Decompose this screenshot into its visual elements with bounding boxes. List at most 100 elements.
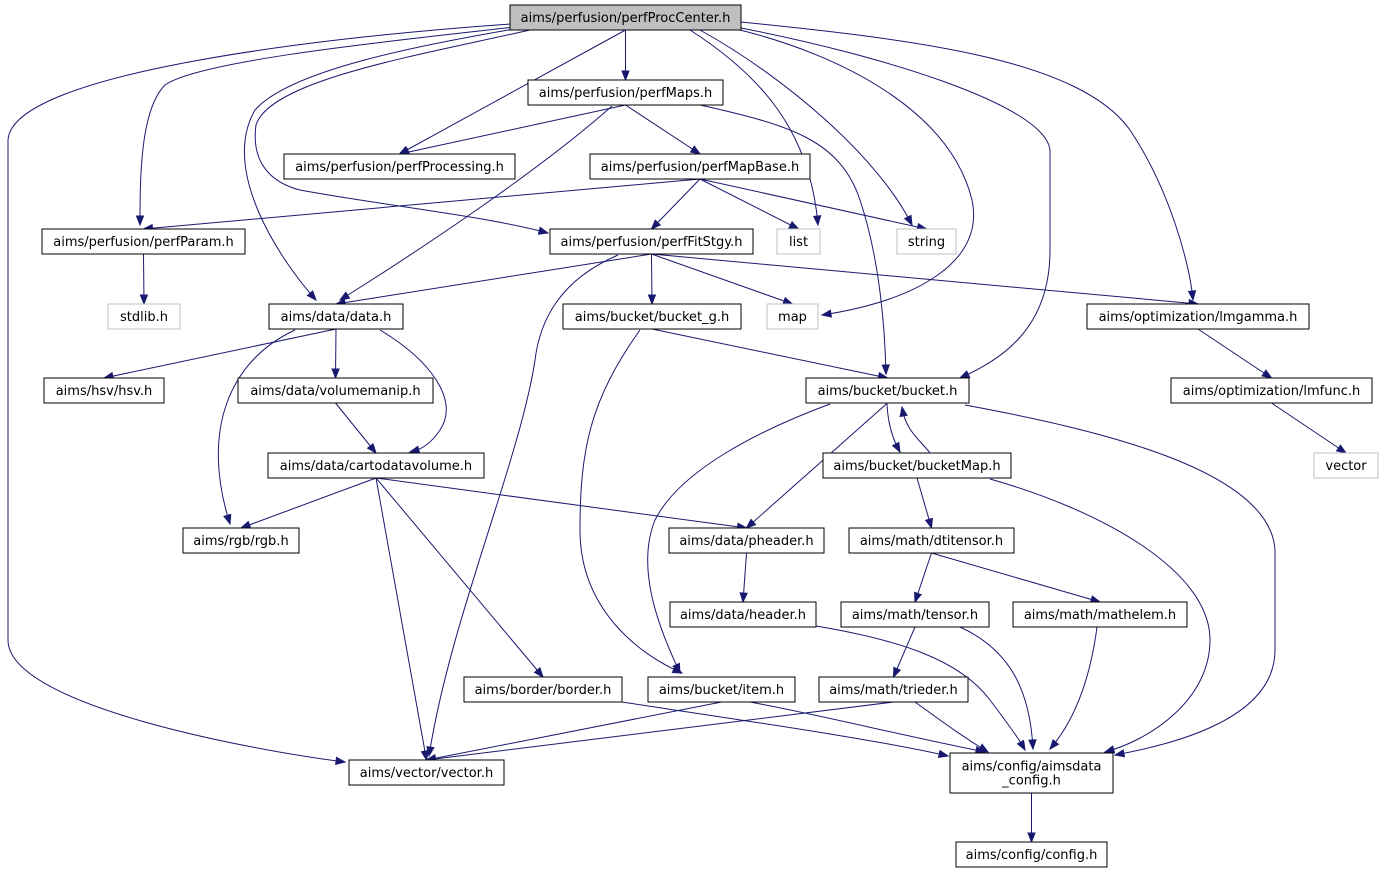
node-perfMapBase[interactable]: aims/perfusion/perfMapBase.h	[589, 153, 811, 180]
edge-arrowhead	[892, 666, 902, 679]
node-perfFitStgy[interactable]: aims/perfusion/perfFitStgy.h	[549, 228, 754, 255]
edge-arrowhead	[306, 290, 317, 302]
edge-root-to-list	[689, 29, 822, 227]
edge-arrowhead	[739, 592, 748, 604]
node-dtitensor[interactable]: aims/math/dtitensor.h	[848, 527, 1015, 554]
edge-arrowhead	[366, 442, 377, 455]
edge-line	[699, 104, 887, 375]
edge-line	[740, 27, 1051, 379]
node-list: list	[776, 228, 821, 255]
edge-line	[428, 254, 619, 757]
edge-line	[749, 701, 986, 753]
node-hsv[interactable]: aims/hsv/hsv.h	[43, 377, 165, 404]
edge-arrowhead	[812, 215, 822, 227]
node-label: aims/border/border.h	[475, 683, 612, 698]
node-box	[818, 676, 969, 703]
edge-root-to-data	[244, 27, 521, 302]
edge-line	[379, 329, 447, 453]
node-rgb[interactable]: aims/rgb/rgb.h	[182, 527, 300, 554]
edge-line	[103, 328, 337, 379]
edge-item-to-aimsdata_config	[749, 701, 987, 755]
node-tensor[interactable]: aims/math/tensor.h	[840, 601, 990, 628]
node-mathelem[interactable]: aims/math/mathelem.h	[1012, 601, 1188, 628]
node-label: aims/data/data.h	[281, 310, 392, 325]
node-box	[348, 759, 505, 786]
node-bucket[interactable]: aims/bucket/bucket.h	[805, 377, 970, 404]
edge-aimsdata_config-to-config	[1027, 793, 1036, 844]
edge-arrowhead	[903, 214, 913, 227]
node-data[interactable]: aims/data/data.h	[268, 303, 404, 330]
node-perfParam[interactable]: aims/perfusion/perfParam.h	[41, 228, 246, 255]
edge-arrowhead	[331, 368, 340, 380]
node-stdlib: stdlib.h	[107, 303, 181, 330]
edge-perfMapBase-to-string	[699, 178, 928, 232]
edge-bucketMap-to-dtitensor	[916, 477, 933, 530]
edge-line	[746, 402, 888, 529]
node-box	[822, 452, 1012, 479]
edge-arrowhead	[689, 145, 702, 155]
edge-line	[699, 29, 913, 226]
node-label: aims/hsv/hsv.h	[56, 384, 153, 399]
node-bucketMap[interactable]: aims/bucket/bucketMap.h	[822, 452, 1012, 479]
edge-line	[689, 29, 819, 226]
edge-arrowhead	[223, 513, 232, 526]
edge-line	[625, 104, 701, 155]
edge-arrowhead	[924, 517, 933, 530]
edge-arrowhead	[533, 667, 544, 679]
node-border[interactable]: aims/border/border.h	[463, 676, 623, 703]
node-label: aims/data/pheader.h	[679, 534, 813, 549]
edge-line	[699, 178, 927, 230]
edge-root-to-string	[699, 29, 913, 227]
edge-arrowhead	[1187, 290, 1197, 302]
node-pheader[interactable]: aims/data/pheader.h	[668, 527, 825, 554]
edge-line	[399, 29, 626, 155]
edge-perfMaps-to-bucket	[699, 104, 890, 376]
node-aimsvector[interactable]: aims/vector/vector.h	[348, 759, 505, 786]
node-box	[848, 527, 1015, 554]
node-config[interactable]: aims/config/config.h	[955, 841, 1108, 868]
node-perfProcessing[interactable]: aims/perfusion/perfProcessing.h	[283, 153, 516, 180]
node-lmfunc[interactable]: aims/optimization/lmfunc.h	[1170, 377, 1373, 404]
edge-line	[375, 477, 427, 761]
edge-perfMapBase-to-perfFitStgy	[650, 178, 701, 230]
edge-arrowhead	[1049, 738, 1060, 751]
node-label: aims/bucket/item.h	[659, 683, 784, 698]
node-box	[955, 841, 1108, 868]
edge-arrowhead	[335, 756, 347, 765]
node-label: aims/bucket/bucketMap.h	[833, 459, 1000, 474]
edge-line	[375, 477, 747, 529]
node-perfMaps[interactable]: aims/perfusion/perfMaps.h	[527, 79, 724, 106]
edge-arrowhead	[977, 743, 990, 753]
edge-arrowhead	[937, 749, 950, 758]
edge-bucket-to-pheader	[745, 402, 888, 529]
edge-root-to-lmgamma	[740, 21, 1197, 302]
node-trieder[interactable]: aims/math/trieder.h	[818, 676, 969, 703]
node-bucket_g[interactable]: aims/bucket/bucket_g.h	[562, 303, 742, 330]
edge-arrowhead	[891, 441, 901, 454]
node-item[interactable]: aims/bucket/item.h	[647, 676, 796, 703]
edge-arrowhead	[899, 405, 908, 418]
node-box	[562, 303, 742, 330]
edge-bucket_g-to-bucket	[651, 328, 889, 381]
edge-arrowhead	[1027, 832, 1036, 844]
node-label: aims/optimization/lmgamma.h	[1099, 310, 1298, 325]
node-cartodatavolume[interactable]: aims/data/cartodatavolume.h	[267, 452, 485, 479]
node-box	[527, 79, 724, 106]
nodes-layer: aims/perfusion/perfProcCenter.h aims/perf…	[41, 4, 1379, 868]
node-box	[1170, 377, 1373, 404]
node-box	[668, 527, 825, 554]
node-aimsdata_config[interactable]: aims/config/aimsdata_config.h	[949, 752, 1114, 794]
node-label: aims/bucket/bucket_g.h	[575, 310, 730, 325]
node-root[interactable]: aims/perfusion/perfProcCenter.h	[509, 4, 742, 31]
edge-perfMaps-to-perfProcessing	[398, 104, 626, 157]
node-box	[237, 377, 434, 404]
edge-mathelem-to-aimsdata_config	[1049, 626, 1098, 751]
edge-perfMapBase-to-list	[699, 178, 800, 230]
edge-arrowhead	[650, 219, 662, 230]
node-lmgamma[interactable]: aims/optimization/lmgamma.h	[1086, 303, 1310, 330]
node-volumemanip[interactable]: aims/data/volumemanip.h	[237, 377, 434, 404]
edge-header-to-aimsdata_config	[815, 625, 1026, 752]
edge-bucket-to-item	[647, 403, 831, 675]
edge-line	[244, 27, 521, 301]
node-header[interactable]: aims/data/header.h	[669, 601, 817, 628]
